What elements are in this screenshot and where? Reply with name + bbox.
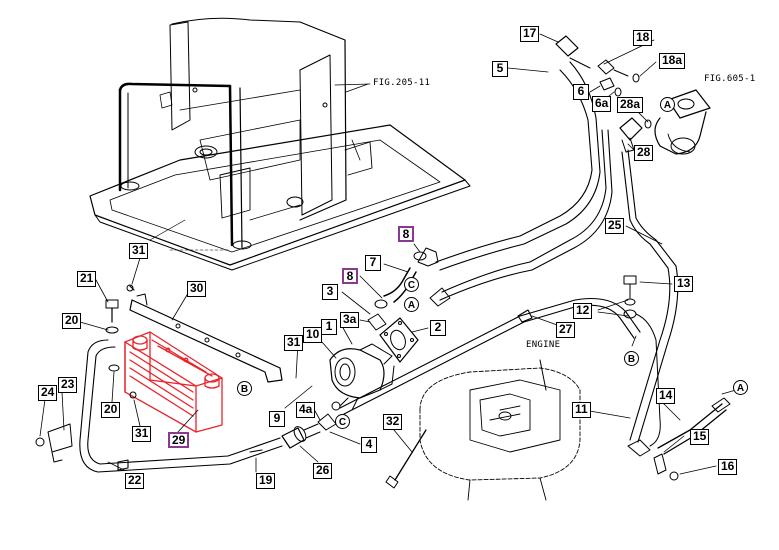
pump-1-shape bbox=[317, 343, 395, 431]
hose-22-19 bbox=[79, 339, 283, 473]
callout-12[interactable]: 12 bbox=[573, 303, 593, 319]
bracket-30-shape bbox=[129, 293, 283, 383]
connector-c-top[interactable]: C bbox=[404, 277, 419, 292]
callout-28[interactable]: 28 bbox=[634, 145, 654, 161]
callout-20-bottom[interactable]: 20 bbox=[101, 402, 121, 418]
left-fasteners bbox=[105, 284, 137, 399]
callout-3[interactable]: 3 bbox=[322, 284, 338, 300]
bolt-32-shape bbox=[385, 429, 427, 489]
callout-7[interactable]: 7 bbox=[365, 255, 381, 271]
callout-8-top[interactable]: 8 bbox=[398, 226, 414, 242]
callout-18a[interactable]: 18a bbox=[659, 53, 686, 69]
connector-b-right[interactable]: B bbox=[624, 351, 639, 366]
callout-2[interactable]: 2 bbox=[430, 320, 446, 336]
callout-8-mid[interactable]: 8 bbox=[342, 268, 358, 284]
connector-a-right[interactable]: A bbox=[733, 380, 748, 395]
pipe-25-27-11 bbox=[339, 149, 679, 443]
callout-6a[interactable]: 6a bbox=[592, 96, 612, 112]
callout-31-top[interactable]: 31 bbox=[129, 243, 149, 259]
callout-16[interactable]: 16 bbox=[718, 459, 738, 475]
callout-32[interactable]: 32 bbox=[383, 414, 403, 430]
callout-6[interactable]: 6 bbox=[573, 84, 589, 100]
frame-reference-note: FIG.205-11 bbox=[373, 78, 431, 88]
callout-23[interactable]: 23 bbox=[58, 377, 78, 393]
callout-31-mid[interactable]: 31 bbox=[284, 335, 304, 351]
connector-c-bottom[interactable]: C bbox=[335, 414, 350, 429]
callout-27[interactable]: 27 bbox=[556, 322, 576, 338]
callout-29[interactable]: 29 bbox=[168, 432, 190, 448]
callout-19[interactable]: 19 bbox=[256, 473, 276, 489]
callout-11[interactable]: 11 bbox=[572, 402, 591, 418]
callout-15[interactable]: 15 bbox=[690, 429, 710, 445]
callout-18[interactable]: 18 bbox=[633, 30, 653, 46]
callout-9[interactable]: 9 bbox=[269, 411, 285, 427]
callout-24[interactable]: 24 bbox=[38, 385, 58, 401]
fitting-26 bbox=[281, 423, 321, 449]
callout-1[interactable]: 1 bbox=[321, 319, 337, 335]
pump-605-shape bbox=[654, 89, 711, 155]
connector-a-mid[interactable]: A bbox=[404, 297, 419, 312]
callout-22[interactable]: 22 bbox=[125, 473, 145, 489]
plate-2-shape bbox=[379, 317, 419, 363]
callout-20-top[interactable]: 20 bbox=[62, 313, 82, 329]
top-fittings bbox=[555, 35, 652, 153]
oil-cooler-29-shape bbox=[124, 331, 223, 433]
pump-reference-note: FIG.605-1 bbox=[704, 74, 756, 84]
connector-a-pump[interactable]: A bbox=[660, 97, 675, 112]
callout-21[interactable]: 21 bbox=[77, 271, 97, 287]
callout-13[interactable]: 13 bbox=[674, 276, 694, 292]
connector-b-cooler[interactable]: B bbox=[237, 381, 252, 396]
callout-10[interactable]: 10 bbox=[303, 327, 323, 343]
frame-assembly bbox=[89, 17, 471, 271]
callout-25[interactable]: 25 bbox=[605, 218, 625, 234]
callout-26[interactable]: 26 bbox=[313, 463, 333, 479]
callout-14[interactable]: 14 bbox=[656, 388, 676, 404]
clamp-23-24 bbox=[35, 423, 73, 463]
leader-lines bbox=[39, 33, 737, 475]
callout-4[interactable]: 4 bbox=[361, 437, 377, 453]
callout-17[interactable]: 17 bbox=[520, 26, 540, 42]
callout-3a[interactable]: 3a bbox=[340, 312, 360, 328]
callout-28a[interactable]: 28a bbox=[617, 97, 644, 113]
callout-4a[interactable]: 4a bbox=[296, 402, 316, 418]
callout-5[interactable]: 5 bbox=[492, 61, 508, 77]
engine-reference-note: ENGINE bbox=[526, 340, 561, 350]
callout-30[interactable]: 30 bbox=[187, 281, 207, 297]
callout-31-bottom[interactable]: 31 bbox=[132, 426, 152, 442]
engine-shape bbox=[419, 359, 581, 501]
